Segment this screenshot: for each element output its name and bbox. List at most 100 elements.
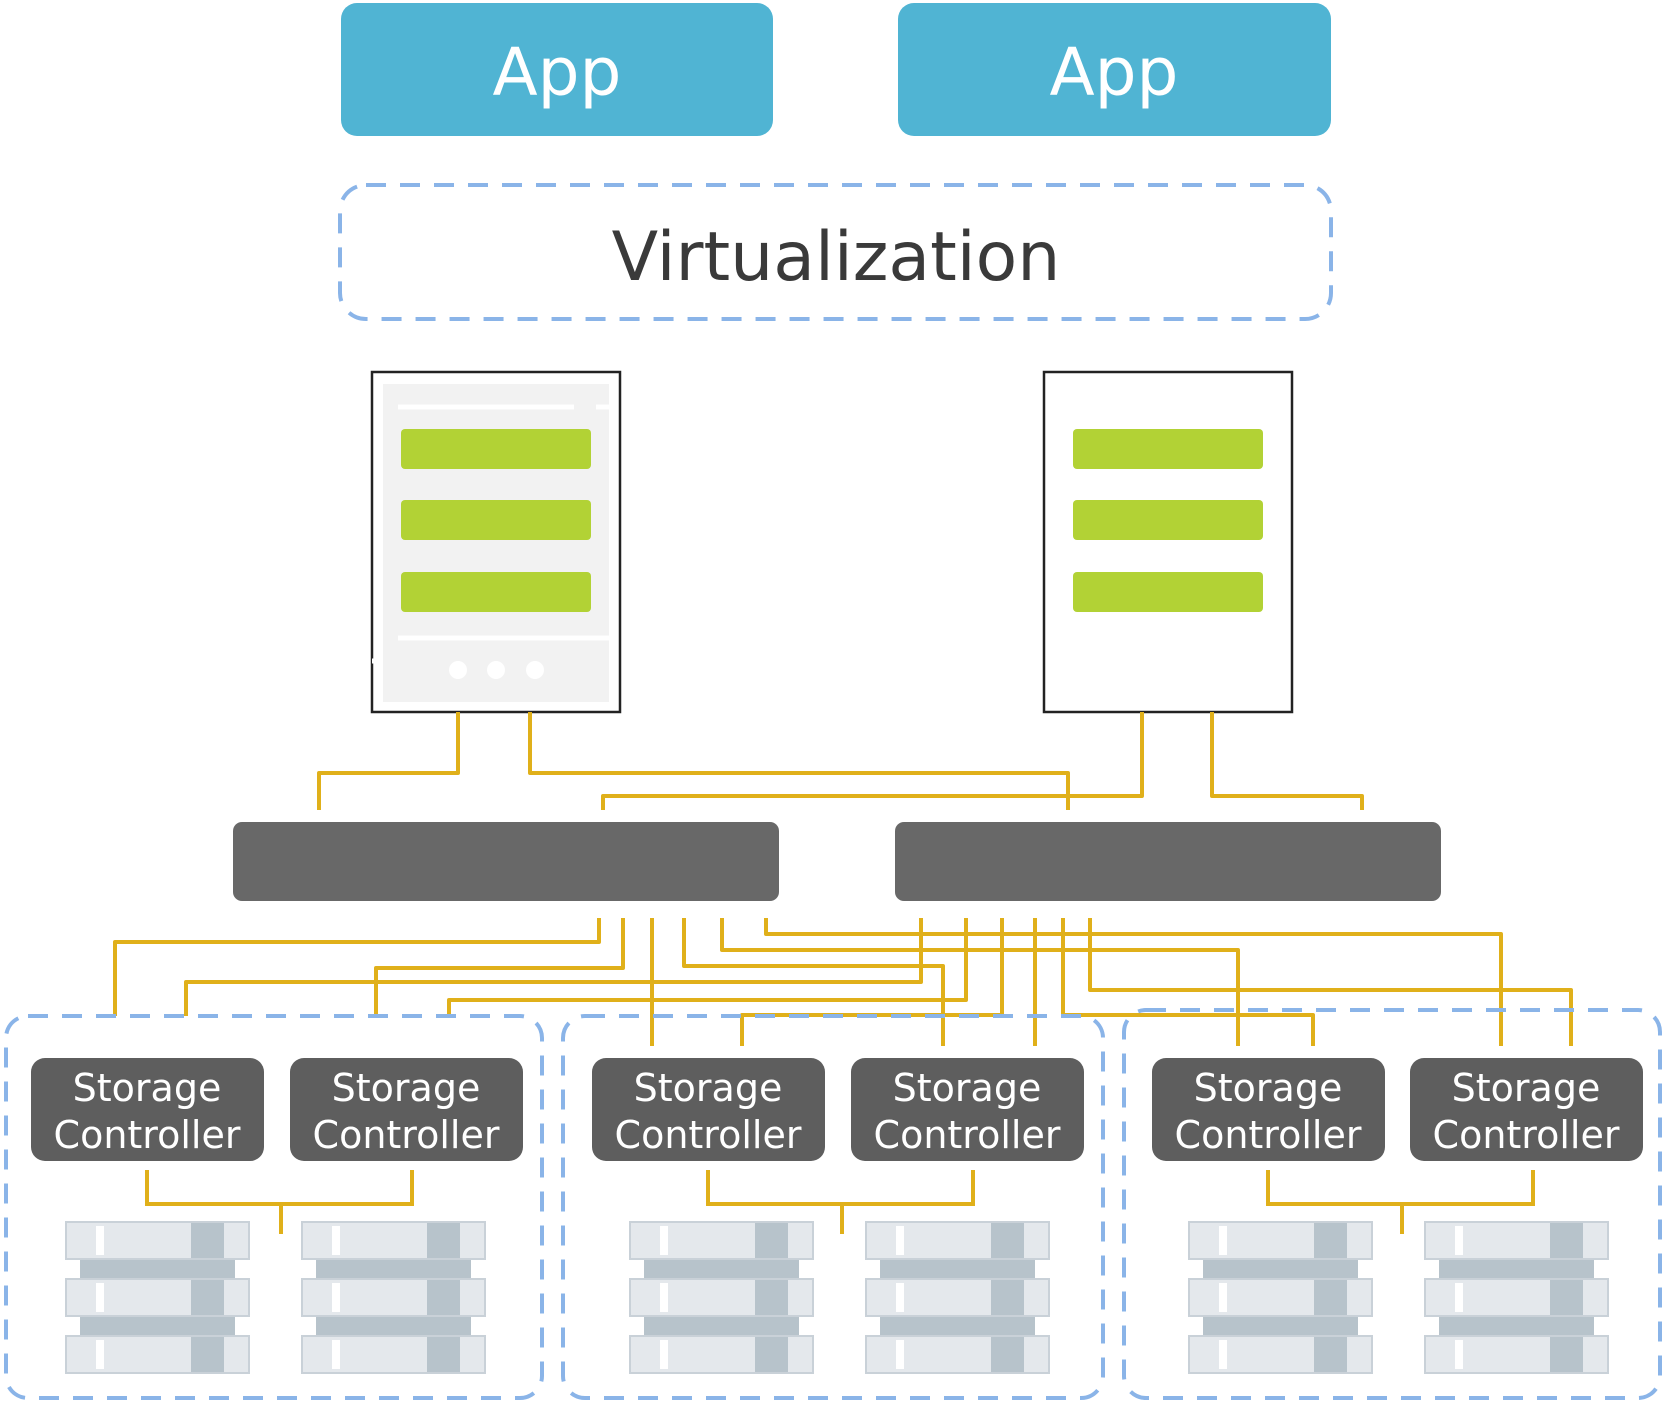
storage-node-2-stack-1-disk-3-highlight — [660, 1340, 668, 1369]
storage-node-1-stack-2-disk-1-spacer — [316, 1259, 471, 1279]
app-box-1-label: App — [493, 34, 622, 111]
storage-controller-1a-shape — [31, 1058, 264, 1161]
storage-node-2-stack-2-disk-3-highlight — [896, 1340, 904, 1369]
connector-s1-a — [317, 712, 460, 810]
app-box-1-shape — [341, 3, 773, 136]
storage-node-3-bus — [1266, 1170, 1535, 1206]
storage-node-2-stack-2-disk-1-highlight — [896, 1226, 904, 1255]
storage-controller-2b-label-2: Controller — [874, 1113, 1061, 1157]
connector-sw2-6 — [1088, 918, 1573, 1046]
connector-sw1-5 — [720, 918, 1240, 1046]
storage-controller-2a-label-2: Controller — [615, 1113, 802, 1157]
storage-node-2-stack-1-disk-2-label-band — [755, 1280, 788, 1315]
storage-controller-3a-shape — [1152, 1058, 1385, 1161]
storage-controller-2a-label-1: Storage — [634, 1066, 783, 1110]
storage-node-2-stack-1-disk-1-highlight — [660, 1226, 668, 1255]
server-switch-connectors — [317, 712, 1364, 810]
connector-sw2-2 — [447, 918, 968, 1016]
storage-node-3-stack-2-disk-1-spacer — [1439, 1259, 1594, 1279]
connector-sw1-2 — [374, 918, 625, 1016]
storage-node-1-stack-2-disk-2-spacer — [316, 1316, 471, 1336]
storage-node-3-border — [1122, 1008, 1662, 1400]
storage-node-1-stack-1-disk-1-label-band — [191, 1223, 224, 1258]
storage-node-2-stack-1-disk-2-highlight — [660, 1283, 668, 1312]
storage-node-3-stack-2-disk-1-highlight — [1455, 1226, 1463, 1255]
storage-node-1-stack-2-disk-2-label-band — [427, 1280, 460, 1315]
storage-controller-1a-label-2: Controller — [54, 1113, 241, 1157]
connector-sw1-1 — [113, 918, 601, 1016]
storage-node-2-stack-2-disk-2-spacer — [880, 1316, 1035, 1336]
storage-node-1-stack-1-disk-3-label-band — [191, 1337, 224, 1372]
storage-node-2: Storage Controller Storage Controller — [561, 1014, 1105, 1400]
storage-node-2-stack-2-disk-3-label-band — [991, 1337, 1024, 1372]
app-box-2-label: App — [1050, 34, 1179, 111]
server-2-chassis — [1042, 370, 1294, 714]
storage-node-2-stack-1-disk-1-spacer — [644, 1259, 799, 1279]
storage-node-1-stack-1-disk-2-spacer — [80, 1316, 235, 1336]
storage-controller-3b-label-2: Controller — [1433, 1113, 1620, 1157]
network-switch-1 — [233, 822, 779, 901]
storage-node-3-stack-2-disk-3-label-band — [1550, 1337, 1583, 1372]
app-box-1: App — [341, 3, 773, 136]
connector-sw1-4 — [682, 918, 945, 1046]
server-2-bay-3 — [1073, 572, 1263, 612]
server-1-indicator-1 — [449, 661, 467, 679]
storage-controller-1b-label-1: Storage — [332, 1066, 481, 1110]
connector-s2-a — [601, 712, 1144, 810]
storage-node-1-stack-1-disk-2-highlight — [96, 1283, 104, 1312]
virtualization-layer: Virtualization — [338, 183, 1333, 321]
server-2-bay-1 — [1073, 429, 1263, 469]
storage-node-2-stack-1-disk-3-label-band — [755, 1337, 788, 1372]
storage-node-1-stack-1-disk-3-highlight — [96, 1340, 104, 1369]
connector-s1-b — [528, 712, 1070, 810]
storage-node-3-stack-1-disk-1-label-band — [1314, 1223, 1347, 1258]
virtualization-border — [338, 183, 1333, 321]
storage-node-3-stack-2-disk-3-highlight — [1455, 1340, 1463, 1369]
storage-node-1-stack-2-disk-3-highlight — [332, 1340, 340, 1369]
connector-s2-b — [1210, 712, 1364, 810]
storage-node-3-stack-1-disk-1-spacer — [1203, 1259, 1358, 1279]
storage-node-1-bus — [145, 1170, 414, 1206]
storage-node-3-stack-1-disk-3-highlight — [1219, 1340, 1227, 1369]
storage-node-2-stack-2-disk-2-label-band — [991, 1280, 1024, 1315]
server-1-indicator-3 — [526, 661, 544, 679]
storage-node-3-stack-1-disk-2-label-band — [1314, 1280, 1347, 1315]
storage-controller-2b: Storage Controller — [851, 1058, 1084, 1161]
storage-controller-1a: Storage Controller — [31, 1058, 264, 1161]
storage-node-1-stack-2-disk-1-highlight — [332, 1226, 340, 1255]
storage-controller-3b-shape — [1410, 1058, 1643, 1161]
storage-controller-1b: Storage Controller — [290, 1058, 523, 1161]
storage-node-3-stack-1-disk-2-spacer — [1203, 1316, 1358, 1336]
storage-controller-1b-shape — [290, 1058, 523, 1161]
storage-node-2-stack-1-disk-1-label-band — [755, 1223, 788, 1258]
connector-sw2-1 — [184, 918, 923, 1016]
storage-node-2-stack-2-disk-1-label-band — [991, 1223, 1024, 1258]
storage-node-2-border — [561, 1014, 1105, 1400]
storage-controller-2b-label-1: Storage — [893, 1066, 1042, 1110]
storage-node-2-bus — [706, 1170, 975, 1206]
storage-controller-1a-label-1: Storage — [73, 1066, 222, 1110]
storage-node-2-stack-2-disk-1-spacer — [880, 1259, 1035, 1279]
storage-node-3-stack-1-disk-3-label-band — [1314, 1337, 1347, 1372]
server-1-indicator-2 — [487, 661, 505, 679]
storage-node-2-stack-1-disk-2-spacer — [644, 1316, 799, 1336]
storage-node-1-stack-2-disk-2-highlight — [332, 1283, 340, 1312]
server-1-bay-1 — [401, 429, 591, 469]
app-box-2-shape — [898, 3, 1331, 136]
switch-controller-connectors — [113, 918, 1573, 1046]
storage-node-3: Storage Controller Storage Controller — [1122, 1008, 1662, 1400]
storage-node-3-stack-2-disk-1-label-band — [1550, 1223, 1583, 1258]
disk-stacks — [65, 1221, 1609, 1374]
storage-node-3-stack-1-disk-1-highlight — [1219, 1226, 1227, 1255]
storage-node-2-stack-2-disk-2-highlight — [896, 1283, 904, 1312]
storage-controller-3a-label-1: Storage — [1194, 1066, 1343, 1110]
storage-node-3-stack-2-disk-2-spacer — [1439, 1316, 1594, 1336]
network-switch-2 — [895, 822, 1441, 901]
storage-node-1-stack-1-disk-1-highlight — [96, 1226, 104, 1255]
virtualization-label: Virtualization — [612, 218, 1061, 297]
server-1 — [370, 370, 622, 714]
storage-controller-2a-shape — [592, 1058, 825, 1161]
server-2 — [1042, 370, 1294, 714]
storage-node-1-stack-1-disk-1-spacer — [80, 1259, 235, 1279]
